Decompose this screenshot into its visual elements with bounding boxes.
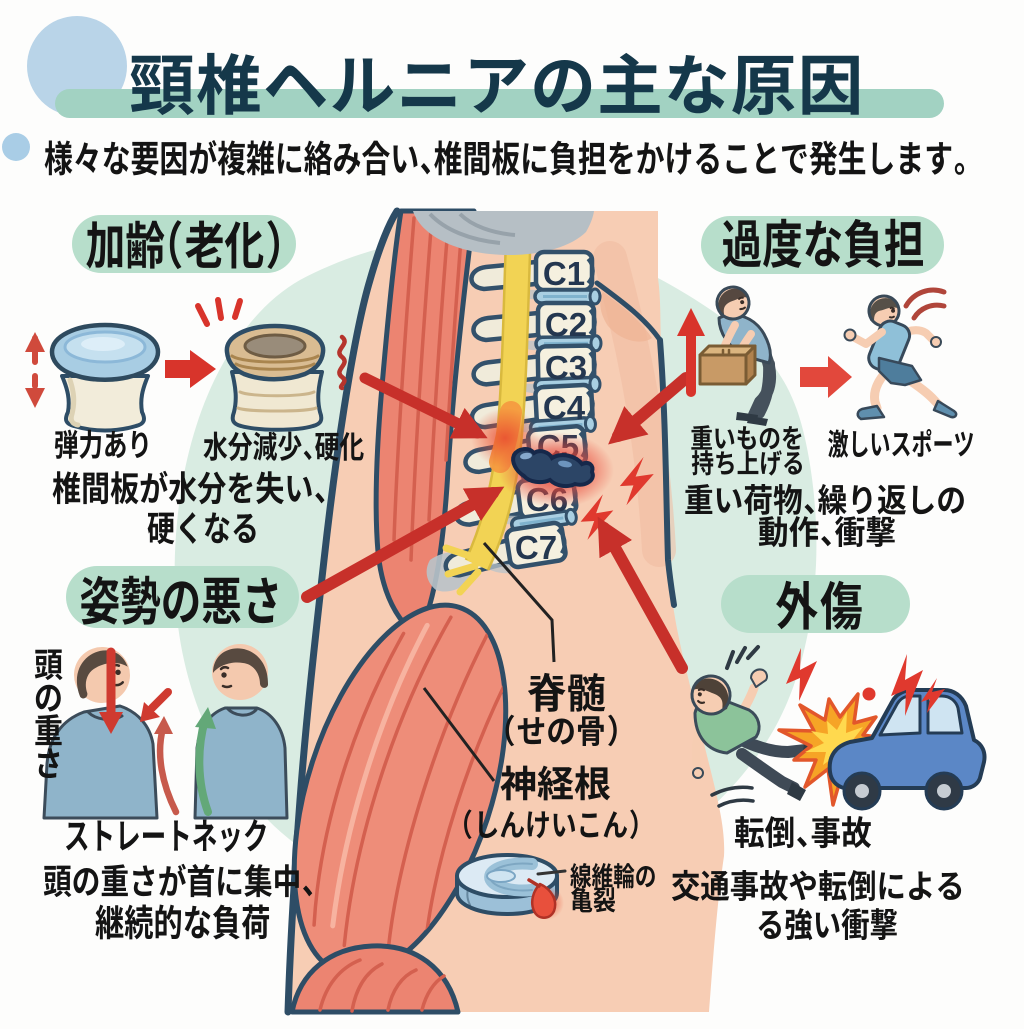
svg-text:C4: C4 (543, 389, 586, 426)
svg-text:C7: C7 (515, 529, 557, 566)
svg-text:C1: C1 (543, 255, 585, 292)
svg-text:C3: C3 (545, 349, 587, 386)
svg-text:C2: C2 (545, 306, 587, 343)
